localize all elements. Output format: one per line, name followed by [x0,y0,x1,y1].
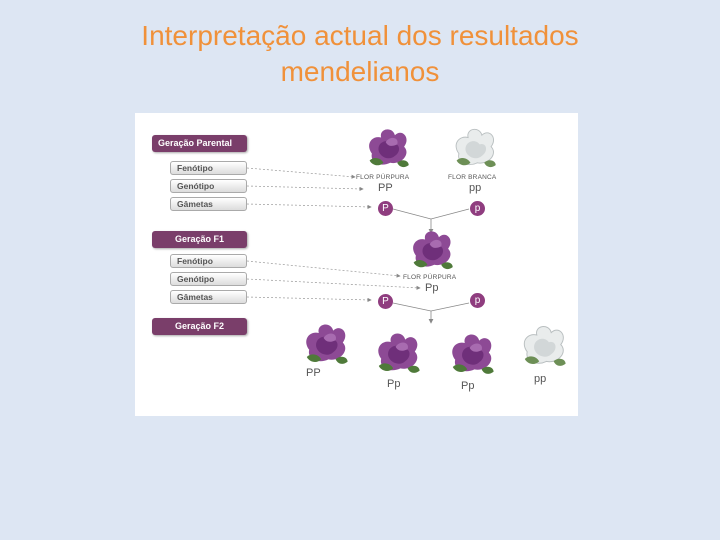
parent-white-genotype: pp [469,182,481,194]
f1-gamete-dominant: P [378,294,393,309]
f1-genotype-label: Genótipo [170,272,247,286]
parental-cross-lines [393,209,469,219]
parental-gametes-line [247,204,371,207]
slide-title-line-2: mendelianos [0,54,720,90]
mendel-cross-diagram: Geração Parental Fenótipo Genótipo Gâmet… [135,113,578,416]
parental-genotype-line [247,186,363,189]
f1-genotype-line [247,279,420,288]
f1-generation-header: Geração F1 [152,231,247,248]
f2-purple-flower-icon-1 [306,324,347,363]
f2-genotype-1: PP [306,367,321,379]
parent-purple-phenotype: FLOR PÚRPURA [356,174,409,181]
parent-white-gamete: p [470,201,485,216]
parental-gametes-label: Gâmetas [170,197,247,211]
f1-genotype: Pp [425,282,438,294]
slide-title: Interpretação actual dos resultados mend… [0,18,720,90]
parent-purple-gamete: P [378,201,393,216]
parent-white-phenotype: FLOR BRANCA [448,174,496,181]
f2-white-flower-icon [524,326,565,365]
f1-phenotype: FLOR PÚRPURA [403,274,456,281]
parental-genotype-label: Genótipo [170,179,247,193]
f1-gamete-recessive: p [470,293,485,308]
slide-title-line-1: Interpretação actual dos resultados [0,18,720,54]
f2-purple-flower-icon-2 [378,333,419,372]
f1-cross-lines [393,303,469,311]
f2-purple-flower-icon-3 [452,334,493,373]
f1-gametes-label: Gâmetas [170,290,247,304]
f2-genotype-4: pp [534,373,546,385]
f1-purple-flower-icon [413,231,453,269]
parent-purple-flower-icon [369,129,409,167]
parent-purple-genotype: PP [378,182,393,194]
parental-generation-header: Geração Parental [152,135,247,152]
parental-phenotype-label: Fenótipo [170,161,247,175]
f2-genotype-2: Pp [387,378,400,390]
f1-phenotype-line [247,261,400,276]
f2-genotype-3: Pp [461,380,474,392]
f1-phenotype-label: Fenótipo [170,254,247,268]
f2-generation-header: Geração F2 [152,318,247,335]
parent-white-flower-icon [456,129,496,167]
parental-phenotype-line [247,168,355,177]
f1-gametes-line [247,297,371,300]
